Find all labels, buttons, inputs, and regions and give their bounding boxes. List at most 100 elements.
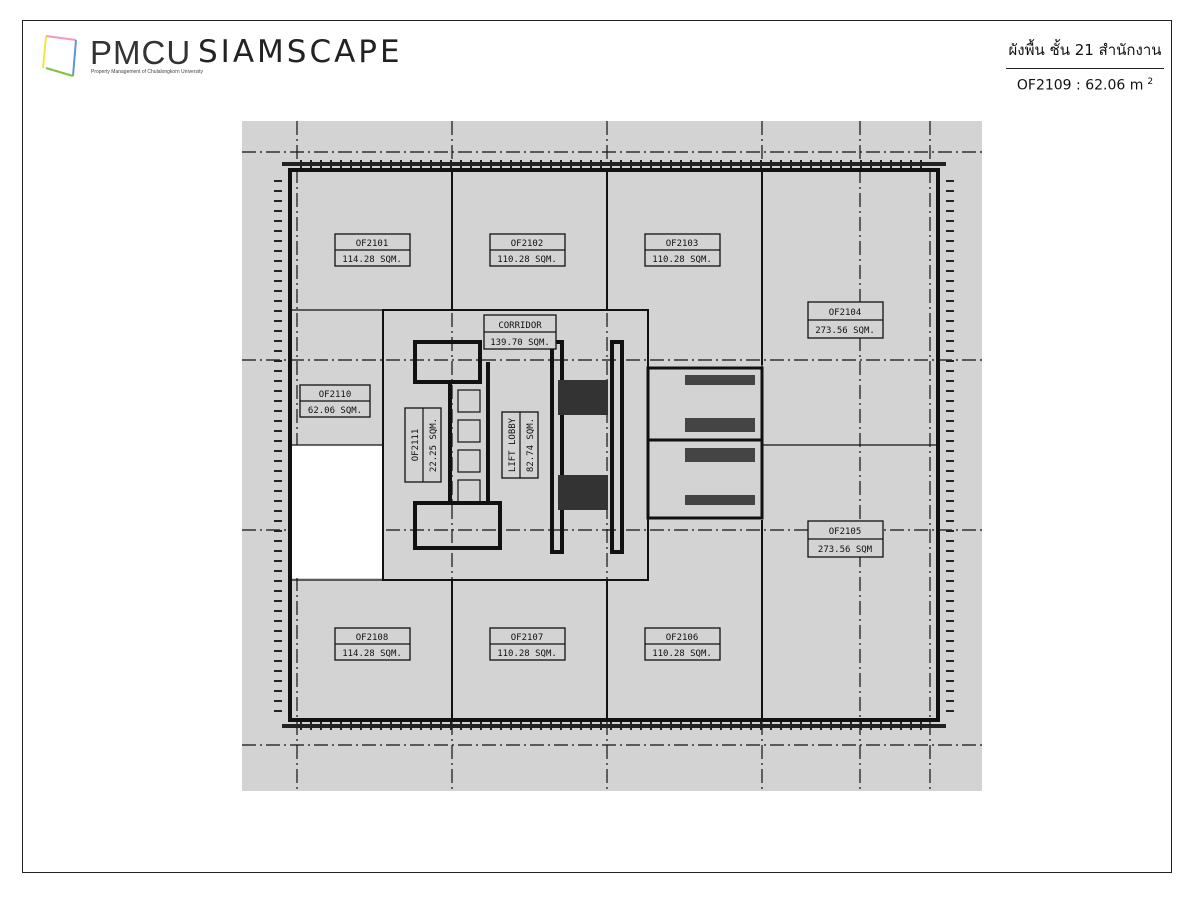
mullion	[274, 180, 282, 182]
room-area: 114.28 SQM.	[342, 255, 402, 265]
mullion	[274, 640, 282, 642]
mullion	[274, 440, 282, 442]
room-area: 22.25 SQM.	[429, 418, 439, 472]
mullion	[274, 510, 282, 512]
logo-mark-icon	[42, 35, 77, 77]
mullion	[946, 280, 954, 282]
mullion	[946, 540, 954, 542]
mullion	[274, 690, 282, 692]
room-id: LIFT LOBBY	[508, 417, 518, 472]
mullion	[946, 260, 954, 262]
room-label-of2108[interactable]: OF2108 114.28 SQM.	[334, 627, 411, 661]
room-area: 110.28 SQM.	[497, 255, 557, 265]
mullion	[274, 490, 282, 492]
mullion	[274, 460, 282, 462]
mullion	[946, 390, 954, 392]
mullion	[274, 380, 282, 382]
mullion	[274, 320, 282, 322]
mullion	[946, 700, 954, 702]
mullion	[946, 520, 954, 522]
mullion	[946, 350, 954, 352]
room-label-of2106[interactable]: OF2106 110.28 SQM.	[644, 627, 721, 661]
mullion	[282, 724, 946, 728]
mullion	[274, 650, 282, 652]
room-label-of2107[interactable]: OF2107 110.28 SQM.	[489, 627, 566, 661]
room-area: 273.56 SQM.	[815, 326, 875, 336]
room-label-corridor[interactable]: CORRIDOR 139.70 SQM.	[483, 314, 557, 350]
mullion	[274, 550, 282, 552]
mullion	[274, 540, 282, 542]
mullion	[274, 590, 282, 592]
mullion	[946, 440, 954, 442]
mullion	[274, 600, 282, 602]
mullion	[946, 620, 954, 622]
mullion	[274, 710, 282, 712]
highlighted-unit-of2109[interactable]	[292, 445, 382, 578]
room-id: OF2103	[666, 239, 699, 249]
mullion	[946, 370, 954, 372]
mullion	[274, 270, 282, 272]
mullion	[274, 200, 282, 202]
mullion	[946, 480, 954, 482]
room-label-of2103[interactable]: OF2103 110.28 SQM.	[644, 233, 721, 267]
mullion	[946, 580, 954, 582]
room-label-of2110[interactable]: OF2110 62.06 SQM.	[299, 384, 371, 418]
mullion	[274, 450, 282, 452]
mullion	[946, 490, 954, 492]
floor-plan: OF2101 114.28 SQM. OF2102 110.28 SQM. OF…	[242, 121, 982, 791]
room-id: CORRIDOR	[498, 321, 542, 331]
mullion	[274, 630, 282, 632]
mullion	[946, 550, 954, 552]
room-id: OF2105	[829, 527, 862, 537]
mullion	[274, 390, 282, 392]
mullion	[946, 530, 954, 532]
mullion	[946, 650, 954, 652]
room-id: OF2104	[829, 308, 862, 318]
mullion	[274, 310, 282, 312]
mullion	[274, 420, 282, 422]
room-area: 62.06 SQM.	[308, 406, 362, 416]
plan-title-block: ผังพื้น ชั้น 21 สำนักงาน OF2109 : 62.06 …	[1006, 38, 1164, 94]
mullion	[946, 200, 954, 202]
mullion	[946, 410, 954, 412]
mullion	[274, 500, 282, 502]
mullion	[274, 430, 282, 432]
mullion	[946, 660, 954, 662]
mullion	[274, 240, 282, 242]
room-id: OF2106	[666, 633, 699, 643]
room-label-of2104[interactable]: OF2104 273.56 SQM.	[807, 301, 884, 339]
room-label-of2105[interactable]: OF2105 273.56 SQM	[807, 520, 884, 558]
mullion	[946, 500, 954, 502]
mullion	[946, 250, 954, 252]
unit-superscript: 2	[1147, 77, 1154, 87]
mullion	[274, 700, 282, 702]
mullion	[274, 370, 282, 372]
mullion	[274, 300, 282, 302]
room-label-of2101[interactable]: OF2101 114.28 SQM.	[334, 233, 411, 267]
mullion	[274, 250, 282, 252]
room-label-of2111[interactable]: OF2111 22.25 SQM.	[404, 407, 442, 483]
mullion	[274, 560, 282, 562]
mullion	[946, 320, 954, 322]
mullion	[274, 410, 282, 412]
mullion	[274, 660, 282, 662]
mullion	[274, 360, 282, 362]
logo-brand: PMCU	[90, 34, 192, 71]
mullion	[274, 570, 282, 572]
mullion	[274, 400, 282, 402]
mullion	[274, 220, 282, 222]
room-id: OF2107	[511, 633, 544, 643]
mullion	[946, 420, 954, 422]
room-area: 110.28 SQM.	[652, 649, 712, 659]
mullion	[274, 290, 282, 292]
mullion	[946, 590, 954, 592]
mullion	[946, 240, 954, 242]
mullion	[946, 690, 954, 692]
mullion	[946, 210, 954, 212]
mullion	[946, 570, 954, 572]
mullion	[946, 300, 954, 302]
mullion	[274, 260, 282, 262]
room-label-lift-lobby[interactable]: LIFT LOBBY 82.74 SQM.	[501, 411, 539, 479]
room-id: OF2111	[411, 429, 421, 462]
room-label-of2102[interactable]: OF2102 110.28 SQM.	[489, 233, 566, 267]
